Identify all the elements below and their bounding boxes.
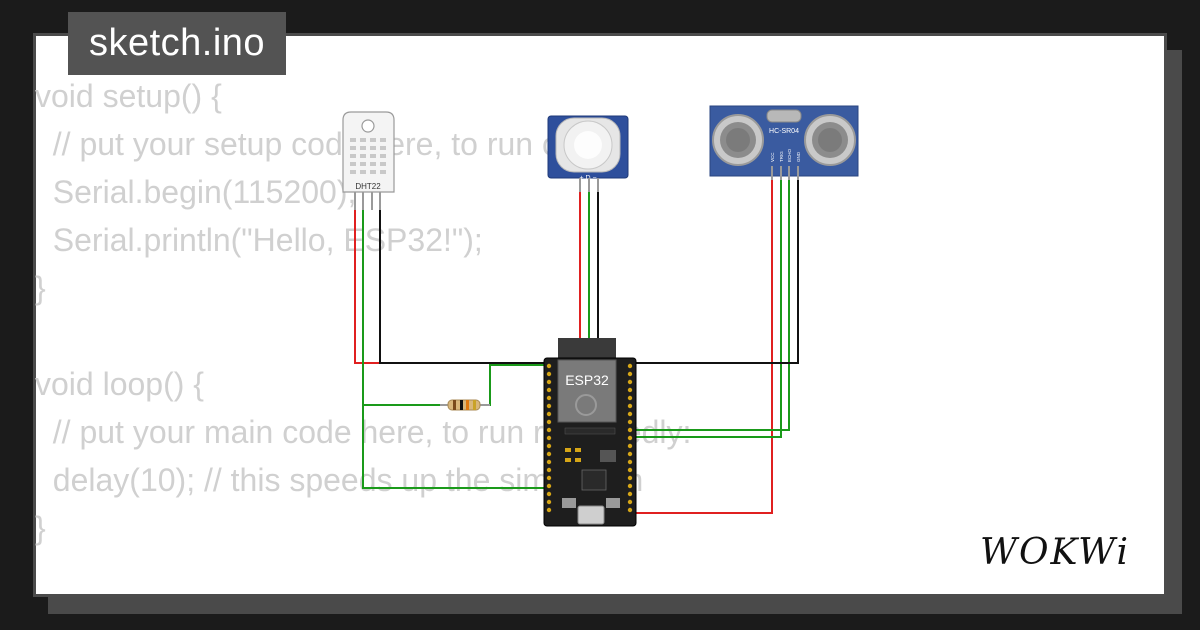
dht22-pins <box>354 192 381 210</box>
reset-button[interactable] <box>606 498 620 508</box>
esp32-label: ESP32 <box>565 372 609 388</box>
dht22-sensor[interactable]: DHT22 <box>342 111 395 210</box>
espressif-icon <box>575 394 597 416</box>
boot-button[interactable] <box>562 498 576 508</box>
code-line-10: } <box>35 510 46 546</box>
wire-hc-trig <box>632 178 782 438</box>
esp32-right-pins <box>627 363 633 513</box>
pir-pins <box>579 178 599 192</box>
esp32-board[interactable]: ESP32 <box>543 338 637 527</box>
esp32-left-pins <box>546 363 552 513</box>
hcsr04-sensor[interactable]: HC-SR04 VCC TRIG ECHO GND <box>709 105 859 180</box>
hcsr04-pin-labels: VCC TRIG ECHO GND <box>770 148 801 162</box>
code-line-3: Serial.begin(115200); <box>35 174 357 210</box>
code-line-4: Serial.println("Hello, ESP32!"); <box>35 222 483 258</box>
code-line-7: void loop() { <box>35 366 204 402</box>
esp32-module <box>557 359 617 423</box>
wire-dht-data <box>362 208 447 406</box>
code-line-5: } <box>35 270 46 306</box>
usb-port <box>577 505 605 525</box>
dht22-label: DHT22 <box>355 182 381 191</box>
wire-dht-gnd <box>379 208 548 364</box>
wires <box>354 178 799 514</box>
wire-hc-echo <box>632 178 790 431</box>
hcsr04-pins <box>771 166 799 180</box>
hcsr04-pin-echo: ECHO <box>787 148 792 162</box>
hcsr04-pin-vcc: VCC <box>770 152 775 162</box>
code-line-1: void setup() { <box>35 78 222 114</box>
file-tab-sketch[interactable]: sketch.ino <box>68 12 286 75</box>
dht22-grille <box>350 138 386 174</box>
wokwi-logo-text: WOKWi <box>980 532 1130 573</box>
hcsr04-pin-trig: TRIG <box>779 151 784 162</box>
hcsr04-pin-gnd: GND <box>796 151 801 162</box>
wire-hc-gnd <box>632 178 799 364</box>
wire-resistor-vcc <box>483 364 548 406</box>
wire-dht-vcc <box>354 208 548 364</box>
resistor[interactable] <box>440 399 490 411</box>
hcsr04-label: HC-SR04 <box>769 128 799 135</box>
pir-sensor[interactable]: + D − <box>547 115 629 192</box>
wokwi-logo[interactable]: WOKWi <box>978 527 1148 575</box>
